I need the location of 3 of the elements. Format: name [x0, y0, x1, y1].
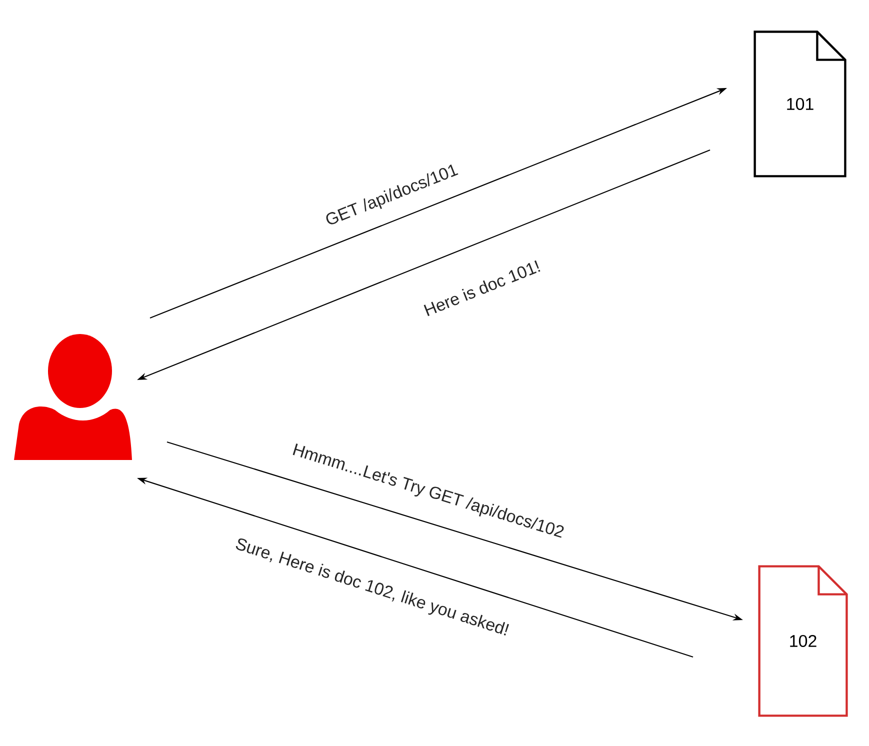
edge-label: Sure, Here is doc 102, like you asked!: [236, 538, 510, 636]
person-icon: [14, 334, 132, 460]
edge-label: Here is doc 101!: [424, 260, 540, 316]
